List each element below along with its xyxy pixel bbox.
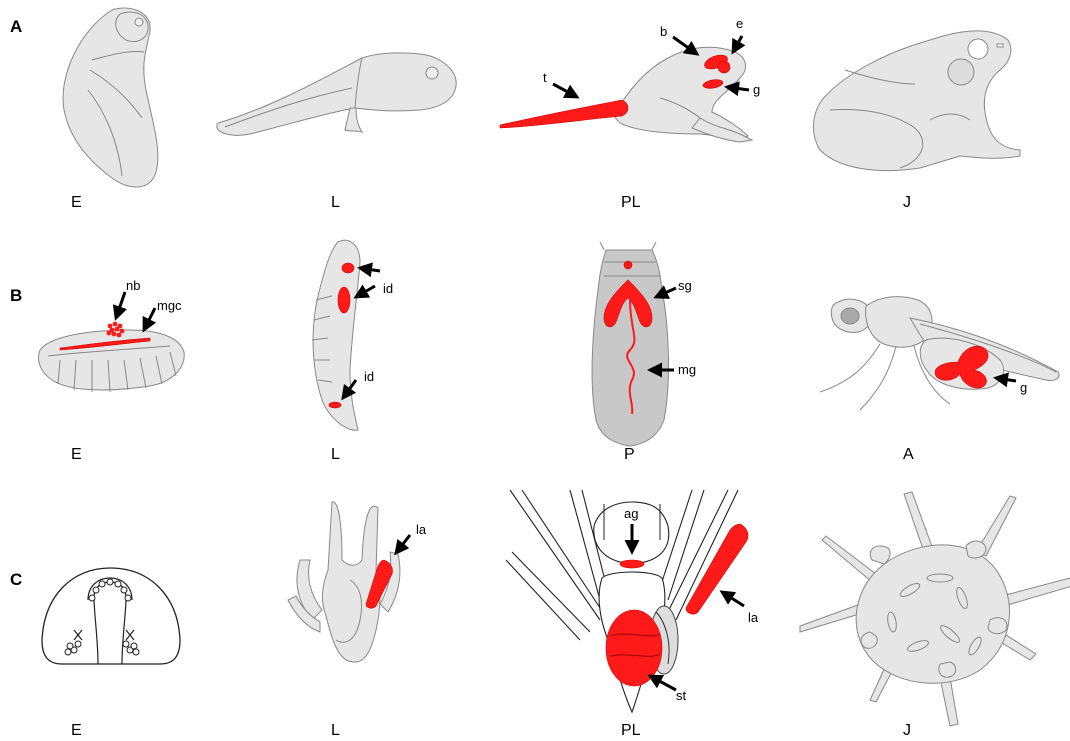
row-b-stage-3: P [624, 446, 635, 463]
imaginal-disc-1 [342, 263, 354, 273]
row-a-postlarva [500, 47, 752, 142]
arrow-la-1 [396, 535, 410, 553]
annotation-g: g [753, 82, 760, 97]
annotation-ag: ag [624, 506, 638, 521]
row-c-larva [288, 502, 400, 662]
eye-highlight [718, 61, 730, 73]
arrow-e [733, 36, 742, 52]
row-a-stage-3: PL [621, 194, 641, 211]
arrow-g [727, 87, 749, 90]
row-a-embryo [63, 8, 158, 187]
annotation-nb: nb [126, 278, 140, 293]
row-c-stage-4: J [903, 722, 911, 739]
row-c-postlarva [506, 490, 748, 712]
annotation-id-2: id [364, 369, 374, 384]
row-a-stage-2: L [331, 194, 340, 211]
arrow-la-2 [722, 592, 744, 606]
annotation-g-fly: g [1020, 380, 1027, 395]
annotation-la-2: la [748, 610, 759, 625]
annotation-mg: mg [678, 362, 696, 377]
row-c-stage-3: PL [621, 722, 641, 739]
arrow-t [553, 84, 577, 97]
annotation-t: t [543, 70, 547, 85]
row-c-stage-2: L [331, 722, 340, 739]
arrow-id-1 [360, 268, 380, 271]
row-a-juvenile [813, 31, 1020, 171]
arrow-nb [116, 292, 125, 318]
row-a-label: A [10, 17, 22, 36]
stomach-highlight [606, 610, 662, 686]
row-c-stage-1: E [71, 722, 82, 739]
row-b-pupa [592, 242, 668, 446]
row-a-stage-4: J [903, 194, 911, 211]
row-b-larva [312, 240, 360, 430]
annotation-sg: sg [678, 278, 692, 293]
row-b-stage-4: A [903, 446, 914, 463]
imaginal-disc-3 [329, 402, 341, 408]
annotation-e: e [736, 16, 743, 31]
imaginal-disc-2 [338, 287, 350, 313]
row-c-juvenile [800, 492, 1070, 726]
row-a-larva [217, 53, 456, 135]
row-b-label: B [10, 286, 22, 305]
row-a-stage-1: E [71, 194, 82, 211]
arrow-mgc [144, 308, 155, 330]
row-b-stage-2: L [331, 446, 340, 463]
row-c-label: C [10, 570, 22, 589]
apical-ganglion-highlight [620, 560, 644, 568]
annotation-b: b [660, 24, 667, 39]
arrow-id-2 [356, 286, 375, 297]
row-c-embryo [42, 568, 180, 664]
annotation-st: st [676, 688, 687, 703]
row-b-stage-1: E [71, 446, 82, 463]
annotation-mgc: mgc [157, 298, 182, 313]
annotation-la-1: la [416, 522, 427, 537]
larval-arm-highlight-2 [686, 524, 748, 614]
tail-highlight [500, 100, 628, 128]
row-b-embryo [39, 322, 185, 392]
arrow-st [650, 676, 676, 690]
annotation-id-1: id [383, 281, 393, 296]
